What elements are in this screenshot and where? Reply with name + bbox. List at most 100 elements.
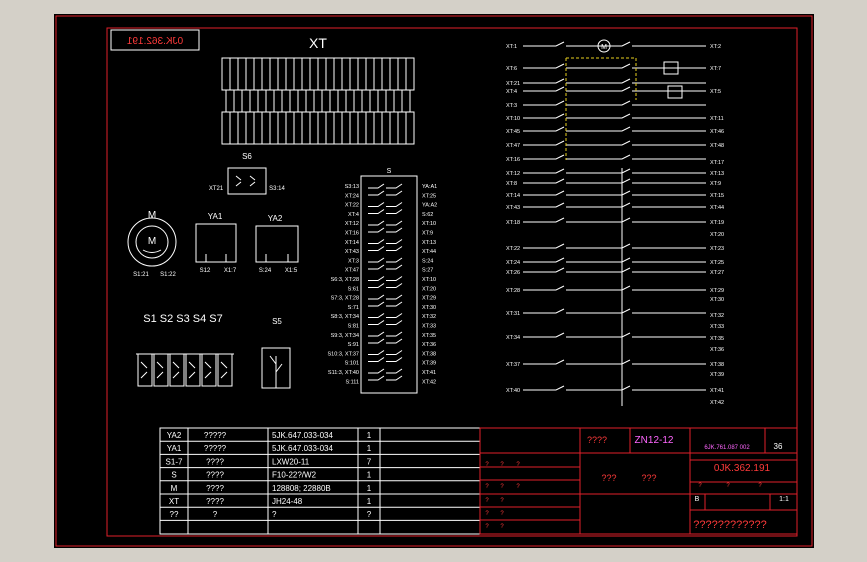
- switch-contact: [172, 361, 180, 379]
- parts-code: S1-7: [166, 457, 183, 466]
- ladder-right-label: XT:11: [710, 116, 724, 122]
- parts-qty: 1: [367, 471, 372, 480]
- title-block-border: [479, 427, 798, 535]
- motor-inner-circle: [135, 225, 169, 259]
- ladder-right-label: XT:48: [710, 143, 724, 149]
- title-block-grid: ???????????????: [480, 428, 797, 534]
- ladder-right-label: XT:30: [710, 297, 724, 303]
- s-box: [360, 175, 418, 394]
- title-block-mark: ?: [500, 511, 504, 517]
- parts-spec: 5JK.647.033-034: [272, 431, 333, 440]
- tb-drawing-code: 0JK.362.191: [714, 463, 771, 474]
- s5-contacts: [269, 355, 283, 388]
- s6-switch: S6 XT21 S3:14: [209, 152, 285, 195]
- ladder-left-label: XT:24: [506, 260, 520, 266]
- ladder-right-label: XT:2: [710, 44, 721, 50]
- ladder-coil-ya1: [667, 85, 683, 99]
- s-contact-pair: [368, 294, 403, 307]
- ladder-rung: [523, 86, 706, 92]
- ladder-right-label: XT:9: [710, 181, 721, 187]
- ladder-left-label: XT:14: [506, 193, 520, 199]
- s-right-label: XT:13: [422, 240, 436, 246]
- title-block-mark: ?: [485, 524, 489, 530]
- ladder-rung: [523, 113, 706, 119]
- parts-name: ????: [206, 457, 224, 466]
- s-contact-pair: [368, 257, 403, 270]
- ladder-left-labels: XT:1XT:6XT:21XT:4XT:3XT:10XT:45XT:47XT:1…: [506, 44, 520, 394]
- parts-spec: 5JK.647.033-034: [272, 444, 333, 453]
- tb-model: ZN12-12: [635, 435, 674, 446]
- parts-name: ?????: [204, 444, 227, 453]
- outer-frame: [55, 15, 813, 547]
- motor-inner-label: M: [148, 236, 156, 247]
- ladder-right-label: XT:46: [710, 129, 724, 135]
- s-left-label: XT:12: [345, 221, 359, 227]
- title-block-mark: ?: [516, 484, 520, 490]
- s-left-label: XT:4: [348, 212, 359, 218]
- s-right-label: XT:10: [422, 277, 436, 283]
- title-block-mark: ?: [485, 511, 489, 517]
- ladder-left-label: XT:10: [506, 116, 520, 122]
- s-contact-pair: [368, 331, 403, 344]
- title-block-mark: ?: [698, 483, 702, 489]
- ladder-rung: [523, 140, 706, 146]
- ladder-left-label: XT:16: [506, 157, 520, 163]
- parts-code: S: [171, 471, 176, 480]
- s-right-label: S:62: [422, 212, 433, 218]
- s-contacts: [368, 183, 403, 381]
- s-right-label: XT:44: [422, 249, 436, 255]
- ladder-right-label: XT:42: [710, 400, 724, 406]
- s-left-label: XT:47: [345, 268, 359, 274]
- s-contact-pair: [368, 202, 403, 214]
- s-contact-pair: [368, 350, 403, 362]
- title-block: ??????????????? ???? ZN12-12 6JK.761.087…: [479, 427, 798, 535]
- s-left-label: XT:16: [345, 231, 359, 237]
- ladder-left-label: XT:12: [506, 171, 520, 177]
- motor-symbol: M M S1:21 S1:22: [127, 210, 177, 278]
- s5-label: S5: [272, 317, 282, 326]
- s-right-label: XT:30: [422, 305, 436, 311]
- ladder-right-label: XT:19: [710, 220, 724, 226]
- s-contact-pair: [368, 239, 403, 251]
- ladder-rung: [523, 100, 706, 106]
- switch-contact: [156, 361, 164, 379]
- motor-term-2: S1:22: [160, 272, 176, 278]
- ladder-left-label: XT:37: [506, 362, 520, 368]
- terminal-strip: XT: [221, 35, 415, 145]
- parts-name: ????: [206, 497, 224, 506]
- terminal-row-bottom: [221, 111, 415, 145]
- parts-spec: 128808; 22880B: [272, 484, 331, 493]
- s-right-label: XT:38: [422, 351, 436, 357]
- ladder-mechanical-link: [565, 57, 637, 160]
- s-left-label: S8:3, XT:34: [331, 314, 359, 320]
- parts-spec: LXW20-11: [272, 457, 310, 466]
- ladder-left-label: XT:1: [506, 44, 517, 50]
- ladder-motor-label: M: [601, 44, 607, 51]
- ladder-left-label: XT:47: [506, 143, 520, 149]
- s-left-label: S:81: [348, 324, 359, 330]
- s-left-label: S6:3, XT:28: [331, 277, 359, 283]
- title-block-mark: ?: [500, 498, 504, 504]
- tb-sheet: 36: [774, 442, 783, 451]
- s-right-label: XT:42: [422, 379, 436, 385]
- ladder-left-label: XT:40: [506, 388, 520, 394]
- s5-switch: S5: [261, 317, 291, 389]
- title-block-mark: ?: [516, 462, 520, 468]
- parts-name: ?????: [204, 431, 227, 440]
- parts-spec: ?: [272, 510, 277, 519]
- ladder-right-label: XT:36: [710, 347, 724, 353]
- parts-qty: 1: [367, 444, 372, 453]
- parts-code: YA2: [167, 431, 182, 440]
- tb-mid-right: ???: [641, 473, 656, 483]
- s-left-label: S:61: [348, 286, 359, 292]
- title-block-mark: ?: [726, 483, 730, 489]
- s-right-label: XT:20: [422, 286, 436, 292]
- parts-qty: 1: [367, 484, 372, 493]
- parts-code: ??: [170, 510, 179, 519]
- ya1-label: YA1: [208, 212, 223, 221]
- stamp-box: 0JK.362.191: [110, 29, 200, 51]
- switch-contact: [204, 361, 212, 379]
